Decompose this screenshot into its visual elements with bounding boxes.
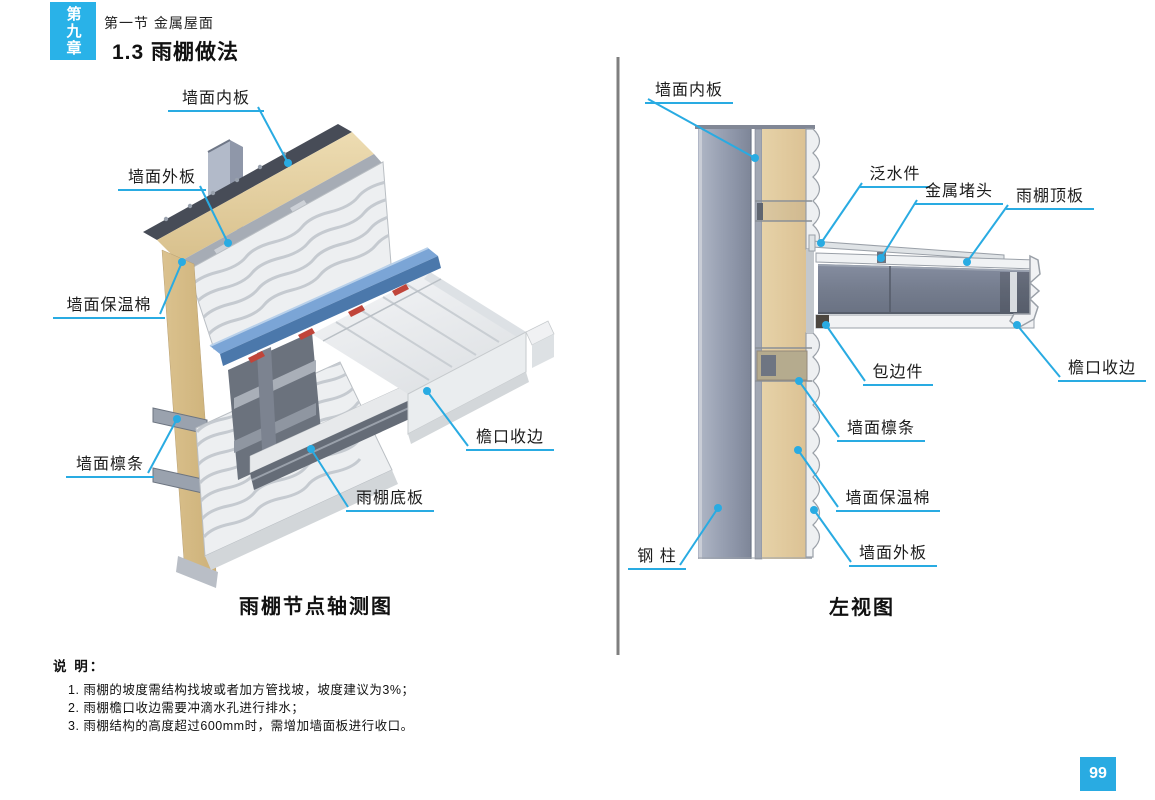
label-flashing-lv: 泛水件 [860,160,930,188]
canopy-top-panel-shape [312,272,526,394]
label-wall-inner-panel-lv: 墙面内板 [645,76,733,104]
figure-divider [616,57,620,655]
wall-outer-panel-shape-2 [805,128,821,558]
label-canopy-top-panel-lv: 雨棚顶板 [1006,182,1094,210]
label-wall-outer-panel-lv: 墙面外板 [849,539,937,567]
page-title: 1.3 雨棚做法 [112,41,240,64]
canopy-beam-shape [817,264,1031,314]
left-view-figure [647,98,1061,566]
axonometric-figure [143,106,555,588]
wall-canopy-junction-shape [806,249,814,333]
label-wall-inner-panel-axo: 墙面内板 [168,84,264,112]
leader-dots-left [173,159,431,453]
caption-axonometric: 雨棚节点轴测图 [239,596,393,618]
label-wall-insulation-axo: 墙面保温棉 [53,291,165,319]
page-number-badge: 99 [1080,757,1116,791]
label-steel-column-lv: 钢 柱 [628,542,686,570]
section-heading: 第一节 金属屋面 [104,15,214,31]
wall-top-cap-shape [695,125,815,129]
eave-trim-shape-2 [1009,254,1041,329]
label-wall-purlin-lv: 墙面檩条 [837,414,925,442]
wall-purlin-shape-2 [755,347,812,382]
canopy-bottom-panel-shape-2 [815,314,1035,329]
label-eave-trim-axo: 檐口收边 [466,423,554,451]
leader-lines-right [647,98,1061,566]
leader-dots-right [714,154,1021,514]
label-wall-insulation-lv: 墙面保温棉 [836,484,940,512]
sealant-red-shape [248,284,409,363]
panel-joint-shape [755,200,812,222]
chapter-tab: 第九章 [50,2,96,60]
eave-trim-shape [407,320,555,444]
note-item: 3. 雨棚结构的高度超过600mm时，需增加墙面板进行收口。 [68,719,414,733]
caption-left-view: 左视图 [829,597,895,619]
notes-heading: 说 明： [53,659,106,674]
wall-inner-panel-shape-2 [754,128,763,560]
wall-outer-panel-upper-shape [187,161,392,350]
flashing-blue-shape [209,247,441,366]
steel-column-shape [698,129,752,559]
wall-insulation-top-shape [157,132,374,262]
label-wall-purlin-axo: 墙面檩条 [66,450,154,478]
label-eave-trim-lv: 檐口收边 [1058,354,1146,382]
label-metal-plug-lv: 金属堵头 [915,177,1003,205]
note-item: 2. 雨棚檐口收边需要冲滴水孔进行排水； [68,701,305,715]
wall-insulation-shape-2 [762,129,806,559]
note-item: 1. 雨棚的坡度需结构找坡或者加方管找坡，坡度建议为3%； [68,683,415,697]
notes-block: 说 明： 1. 雨棚的坡度需结构找坡或者加方管找坡，坡度建议为3%； 2. 雨棚… [53,655,414,735]
label-canopy-bottom-panel-axo: 雨棚底板 [346,484,434,512]
label-edge-wrap-lv: 包边件 [863,358,933,386]
label-wall-outer-panel-axo: 墙面外板 [118,163,206,191]
leader-lines-left [147,106,469,508]
